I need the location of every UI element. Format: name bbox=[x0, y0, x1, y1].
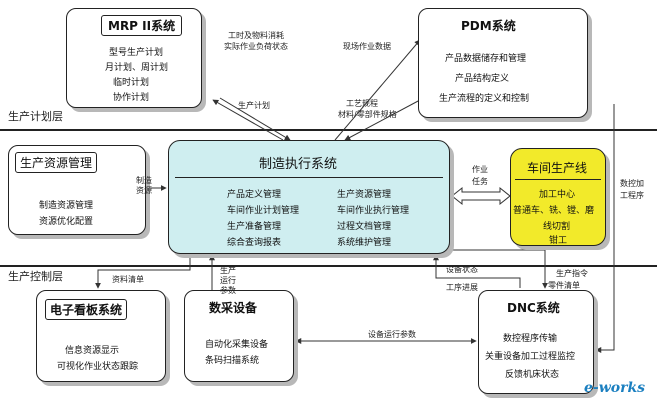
workshop-item: 加工中心 bbox=[539, 190, 576, 200]
nc-program-label: 数控加 bbox=[620, 179, 644, 188]
task-label: 任务 bbox=[472, 177, 488, 186]
mrp-item: 月计划、周计划 bbox=[105, 63, 169, 73]
resource-management-box: 生产资源管理 制造资源管理 资源优化配置 bbox=[8, 145, 146, 235]
eworks-watermark: e-works bbox=[584, 380, 646, 396]
kanban-item: 可视化作业状态跟踪 bbox=[57, 362, 139, 372]
dnc-item: 反馈机床状态 bbox=[505, 370, 560, 380]
mes-system-box: 制造执行系统 产品定义管理 车间作业计划管理 生产准备管理 综合查询报表 生产资… bbox=[168, 140, 450, 254]
mrp-item: 型号生产计划 bbox=[109, 48, 164, 58]
route-label: 材料/零部件规格 bbox=[338, 110, 397, 119]
workshop-item: 线切割 bbox=[543, 222, 571, 232]
mes-right-item: 过程文档管理 bbox=[337, 222, 392, 232]
collect-item: 自动化采集设备 bbox=[205, 340, 269, 350]
resource-item: 资源优化配置 bbox=[39, 217, 94, 227]
pdm-system-box: PDM系统 产品数据储存和管理 产品结构定义 生产流程的定义和控制 bbox=[418, 8, 588, 118]
pdm-system-title: PDM系统 bbox=[461, 19, 516, 33]
mfg-resource-label: 资源 bbox=[136, 186, 152, 195]
run-param-label: 生产 bbox=[220, 266, 236, 275]
nc-program-label: 工程序 bbox=[620, 191, 644, 200]
data-collection-title: 数采设备 bbox=[209, 301, 258, 315]
pdm-item: 产品结构定义 bbox=[455, 74, 510, 84]
mes-workshop-double-arrow bbox=[451, 186, 511, 206]
run-param-label: 运行 bbox=[220, 276, 236, 285]
mes-left-item: 车间作业计划管理 bbox=[227, 206, 300, 216]
mfg-resource-label: 制造 bbox=[136, 176, 152, 185]
workshop-line-title: 车间生产线 bbox=[527, 161, 588, 175]
equip-status-label: 设备状态 bbox=[446, 265, 478, 274]
mes-right-item: 系统维护管理 bbox=[337, 238, 392, 248]
workshop-item: 钳工 bbox=[549, 236, 568, 246]
mes-to-pdm-arrow bbox=[334, 39, 421, 141]
kanban-item: 信息资源显示 bbox=[65, 346, 120, 356]
mes-right-item: 生产资源管理 bbox=[337, 190, 392, 200]
part-list-label: 零件清单 bbox=[548, 281, 580, 290]
mrp-item: 临时计划 bbox=[113, 78, 150, 88]
mes-system-title: 制造执行系统 bbox=[259, 157, 338, 172]
kanban-system-box: 电子看板系统 信息资源显示 可视化作业状态跟踪 bbox=[36, 290, 166, 382]
mrp-item: 协作计划 bbox=[113, 93, 150, 103]
equip-param-label: 设备运行参数 bbox=[368, 330, 416, 339]
mes-left-item: 产品定义管理 bbox=[227, 190, 282, 200]
workshop-title-divider bbox=[515, 179, 601, 180]
work-status-label: 工时及物料消耗 bbox=[228, 31, 284, 40]
mes-title-divider bbox=[175, 177, 443, 178]
process-progress-label: 工序进展 bbox=[446, 283, 478, 292]
task-label: 作业 bbox=[472, 165, 488, 174]
work-status-label: 实际作业负荷状态 bbox=[224, 42, 288, 51]
data-collection-box: 数采设备 自动化采集设备 条码扫描系统 bbox=[184, 290, 294, 382]
run-param-label: 参数 bbox=[220, 286, 236, 295]
resource-management-title: 生产资源管理 bbox=[15, 152, 98, 173]
production-command-label: 生产指令 bbox=[556, 269, 588, 278]
dnc-system-box: DNC系统 数控程序传输 关重设备加工过程监控 反馈机床状态 bbox=[478, 290, 594, 394]
dnc-system-title: DNC系统 bbox=[507, 301, 560, 315]
pdm-item: 生产流程的定义和控制 bbox=[439, 94, 530, 104]
mes-right-item: 车间作业执行管理 bbox=[337, 206, 410, 216]
material-list-label: 资料清单 bbox=[112, 275, 144, 284]
production-plan-label: 生产计划 bbox=[238, 101, 270, 110]
kanban-system-title: 电子看板系统 bbox=[45, 299, 128, 320]
dnc-item: 关重设备加工过程监控 bbox=[485, 352, 576, 362]
field-data-label: 现场作业数据 bbox=[343, 42, 391, 51]
mrp-system-box: MRP II系统 型号生产计划 月计划、周计划 临时计划 协作计划 bbox=[66, 8, 202, 108]
collect-item: 条码扫描系统 bbox=[205, 356, 260, 366]
workshop-item: 普通车、铣、镗、磨 bbox=[513, 206, 595, 216]
mes-left-item: 综合查询报表 bbox=[227, 238, 282, 248]
dnc-item: 数控程序传输 bbox=[503, 334, 558, 344]
mes-left-item: 生产准备管理 bbox=[227, 222, 282, 232]
plan-layer-label: 生产计划层 bbox=[8, 110, 63, 123]
resource-item: 制造资源管理 bbox=[39, 201, 94, 211]
control-layer-label: 生产控制层 bbox=[8, 270, 63, 283]
workshop-line-box: 车间生产线 加工中心 普通车、铣、镗、磨 线切割 钳工 bbox=[510, 148, 606, 246]
mrp-system-title: MRP II系统 bbox=[101, 15, 183, 36]
route-label: 工艺规程 bbox=[346, 99, 378, 108]
pdm-item: 产品数据储存和管理 bbox=[445, 54, 527, 64]
